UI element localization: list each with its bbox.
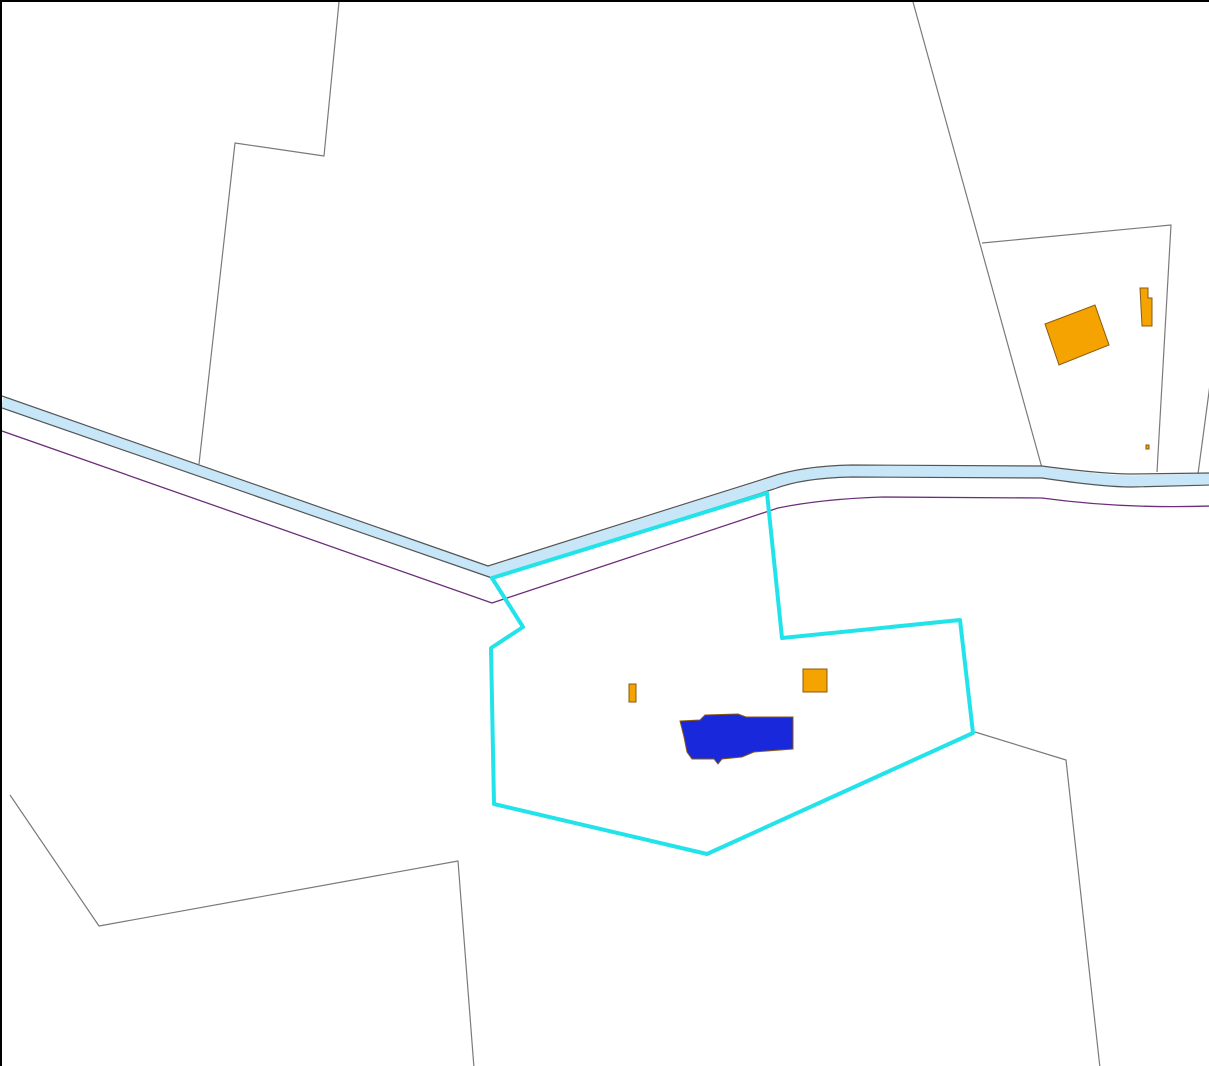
building-parcel-west[interactable]	[628, 683, 637, 703]
building-east-large[interactable]	[1044, 304, 1110, 366]
parcel-boundary-south-west[interactable]	[9, 794, 475, 1066]
road-surface[interactable]	[2, 396, 1209, 578]
parcel-boundary-north-east[interactable]	[912, 2, 1043, 469]
building-east-tiny[interactable]	[1145, 444, 1150, 450]
parcel-boundary-east-lot[interactable]	[981, 224, 1172, 473]
road-edge-south	[2, 407, 1209, 579]
parcel-boundaries	[9, 2, 1209, 1066]
road	[2, 395, 1209, 604]
building-east-small[interactable]	[1139, 287, 1153, 327]
buildings	[628, 287, 1153, 703]
road-offset-line[interactable]	[2, 430, 1209, 604]
selected-building[interactable]	[679, 713, 794, 765]
selected-parcel[interactable]	[489, 491, 975, 856]
parcel-boundary-far-east[interactable]	[1197, 377, 1209, 475]
parcel-boundary-south-east[interactable]	[974, 731, 1101, 1066]
building-parcel-east[interactable]	[802, 668, 828, 693]
road-edge-north	[2, 395, 1209, 567]
parcel-boundary-north-west[interactable]	[198, 2, 340, 465]
